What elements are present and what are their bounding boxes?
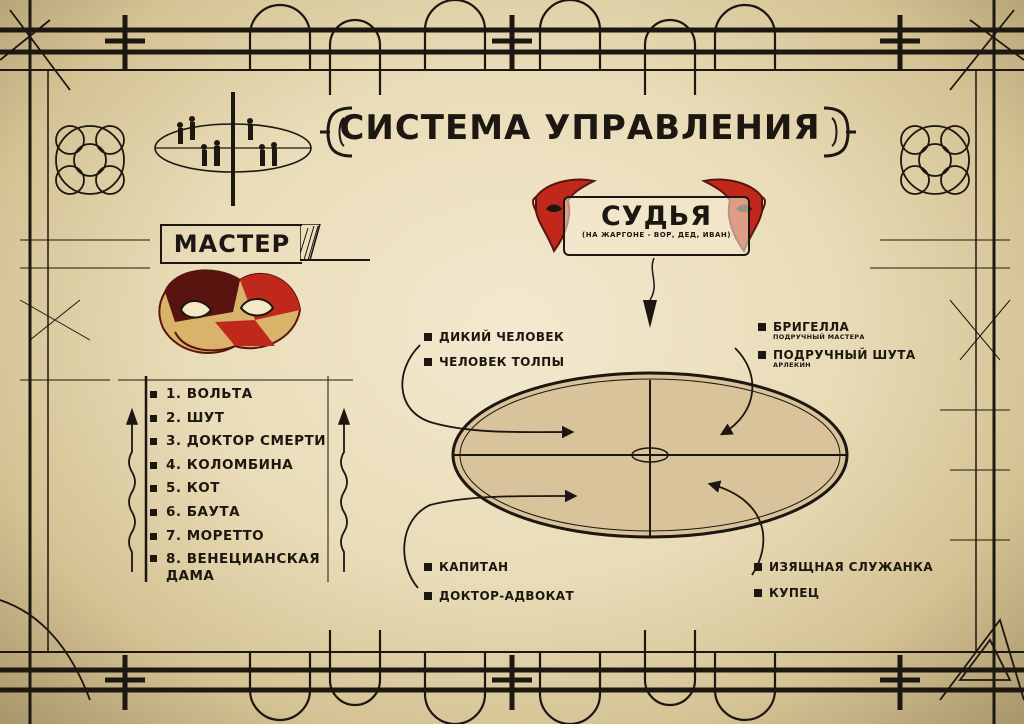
bracket-ornament-icon	[823, 106, 856, 158]
judge-subtitle: (НА ЖАРГОНЕ - ВОР, ДЕД, ИВАН)	[582, 231, 731, 239]
role-crowd-man: ЧЕЛОВЕК ТОЛПЫ	[424, 355, 564, 369]
bullet-icon	[758, 323, 766, 331]
list-item: 7. МОРЕТТО	[150, 525, 330, 549]
page-title: СИСТЕМА УПРАВЛЕНИЯ	[339, 108, 821, 148]
master-label: МАСТЕР	[160, 224, 302, 264]
bullet-icon	[754, 589, 762, 597]
bullet-icon	[424, 592, 432, 600]
judge-label: СУДЬЯ	[600, 201, 713, 232]
master-label-hatch	[300, 224, 370, 261]
bullet-icon	[754, 563, 762, 571]
role-captain: КАПИТАН	[424, 560, 509, 574]
venetian-mask-icon	[158, 269, 302, 354]
crowd-ellipse-icon	[154, 92, 312, 206]
bullet-icon	[424, 563, 432, 571]
list-item: 4. КОЛОМБИНА	[150, 454, 330, 478]
judge-box: СУДЬЯ (НА ЖАРГОНЕ - ВОР, ДЕД, ИВАН)	[563, 196, 750, 256]
role-doctor-lawyer: ДОКТОР-АДВОКАТ	[424, 589, 574, 603]
master-list-frame	[118, 376, 353, 582]
bracket-ornament-icon	[320, 106, 353, 158]
bullet-icon	[758, 351, 766, 359]
master-mask-list: 1. ВОЛЬТА 2. ШУТ 3. ДОКТОР СМЕРТИ 4. КОЛ…	[150, 383, 330, 585]
list-item: 3. ДОКТОР СМЕРТИ	[150, 430, 330, 454]
list-item: 5. КОТ	[150, 477, 330, 501]
bullet-icon	[424, 358, 432, 366]
bullet-icon	[424, 333, 432, 341]
role-wild-man: ДИКИЙ ЧЕЛОВЕК	[424, 330, 564, 344]
list-item: 6. БАУТА	[150, 501, 330, 525]
list-item: 2. ШУТ	[150, 407, 330, 431]
role-merchant: КУПЕЦ	[754, 586, 819, 600]
list-item: 1. ВОЛЬТА	[150, 383, 330, 407]
list-item: 8. ВЕНЕЦИАНСКАЯ ДАМА	[150, 548, 330, 585]
role-graceful-maid: ИЗЯЩНАЯ СЛУЖАНКА	[754, 560, 933, 574]
